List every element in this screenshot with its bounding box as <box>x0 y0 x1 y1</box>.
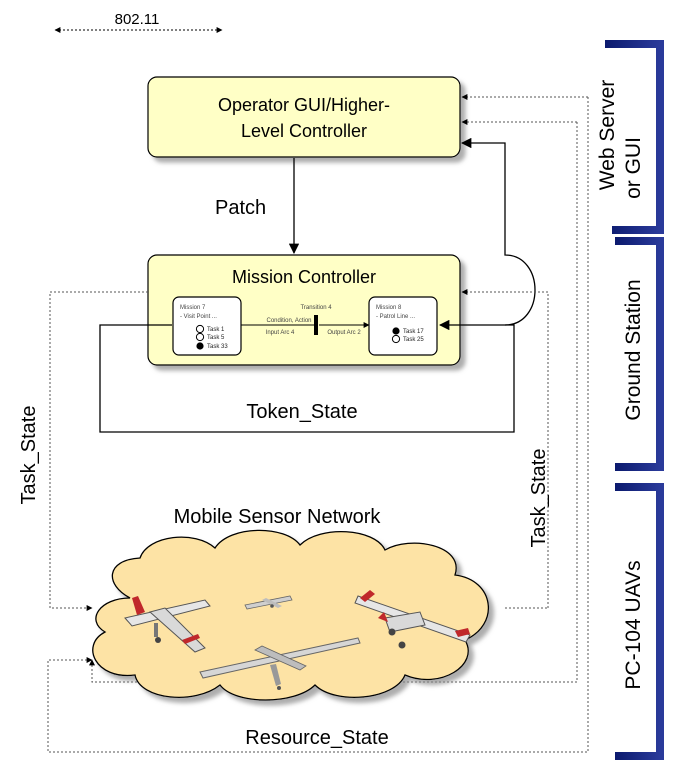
side-panel-ground-station-label: Ground Station <box>622 279 645 420</box>
token-state-edge: Token_State <box>99 319 515 433</box>
mission-left-sub: - Visit Point ... <box>180 314 217 320</box>
task-place-empty <box>195 324 205 334</box>
wireless-link-label: 802.11 <box>115 11 160 28</box>
operator-gui-title-line2: Level Controller <box>241 121 367 141</box>
task-label: Task 5 <box>207 335 225 341</box>
feedback-to-operator-edge <box>460 137 536 326</box>
side-panel-web-server: Web Server or GUI <box>596 40 664 234</box>
task-label: Task 17 <box>403 329 424 335</box>
side-panel-ground-station: Ground Station <box>615 237 664 471</box>
patch-edge: Patch <box>215 158 300 255</box>
uav-plane-left <box>124 596 211 653</box>
operator-gui-box: Operator GUI/Higher- Level Controller <box>147 76 461 158</box>
token-state-label: Token_State <box>246 401 357 423</box>
mission-right-sub: - Patrol Line ... <box>376 314 415 320</box>
status-dotted-lines <box>47 94 589 753</box>
side-panel-web-server-label-2: or GUI <box>622 137 645 199</box>
mission-right-box <box>368 296 438 356</box>
task-label: Task 33 <box>207 344 228 350</box>
task-state-left-label: Task_State <box>18 406 40 505</box>
patch-label: Patch <box>215 197 266 219</box>
mission-right-name: Mission 8 <box>376 305 402 311</box>
transition-bar <box>314 315 318 335</box>
output-arc-label: Output Arc 2 <box>327 330 361 336</box>
task-place-token <box>196 342 204 350</box>
task-state-right-label: Task_State <box>528 449 550 548</box>
task-place-empty <box>195 332 205 342</box>
task-place-token <box>392 327 400 335</box>
operator-gui-title-line1: Operator GUI/Higher- <box>218 95 390 115</box>
input-arc-label: Input Arc 4 <box>266 330 295 336</box>
uav-drone-large <box>199 637 361 690</box>
side-panel-web-server-label-1: Web Server <box>596 80 619 191</box>
task-place-empty <box>391 334 401 344</box>
petri-net: Mission 7 - Visit Point ... Task 1 Task … <box>172 296 438 356</box>
task-label: Task 25 <box>403 337 424 343</box>
wireless-link: 802.11 <box>54 11 223 33</box>
mission-left-name: Mission 7 <box>180 305 206 311</box>
transition-label: Transition 4 <box>300 305 332 311</box>
uav-drone-small <box>244 595 293 610</box>
condition-label: Condition, Action <box>266 318 311 324</box>
side-panel-uavs: PC-104 UAVs <box>615 483 664 760</box>
mission-left-box <box>172 296 242 356</box>
mission-controller-title: Mission Controller <box>232 267 376 287</box>
resource-state-label: Resource_State <box>245 727 388 749</box>
task-label: Task 1 <box>207 327 225 333</box>
uav-plane-right <box>354 590 471 649</box>
network-label: Mobile Sensor Network <box>174 506 382 528</box>
side-panel-uavs-label: PC-104 UAVs <box>622 560 645 689</box>
